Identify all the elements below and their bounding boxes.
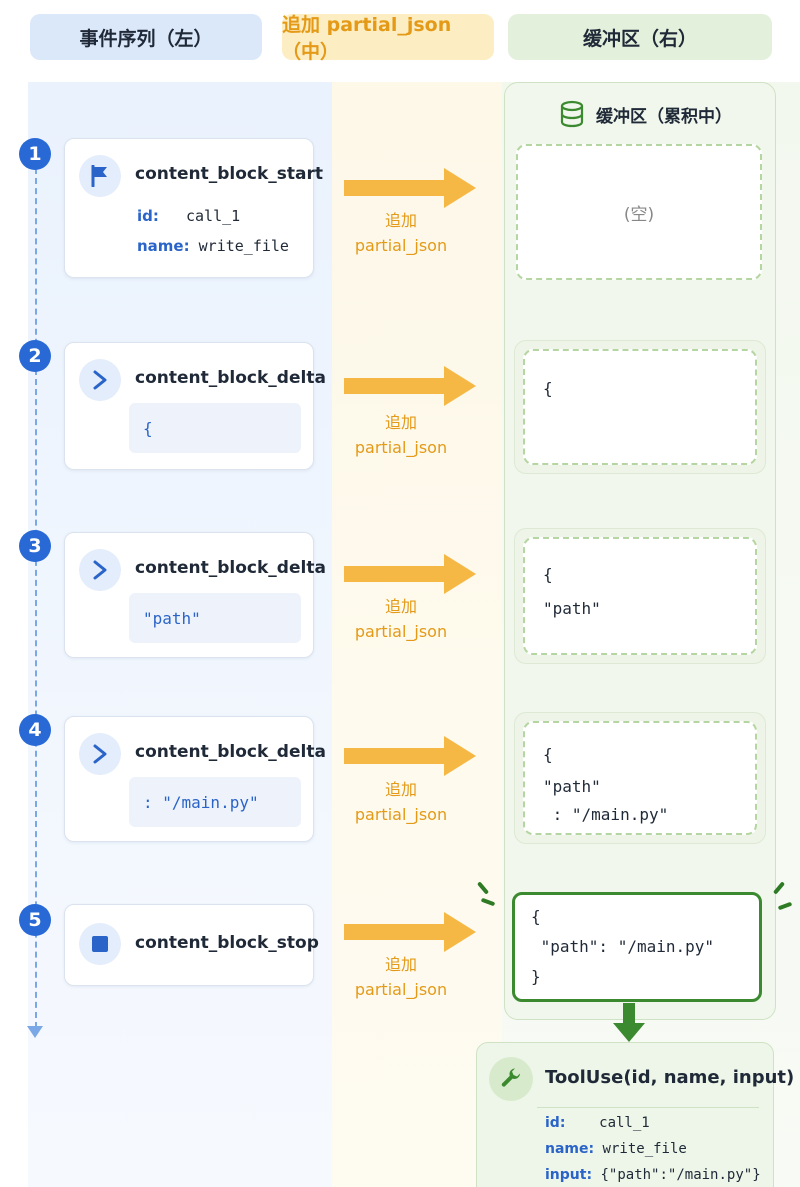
event-delta-code: : "/main.py" [129, 777, 301, 827]
event-card-delta-1: content_block_delta { [64, 342, 326, 470]
event-id-value: call_1 [185, 207, 241, 225]
append-arrow-4 [344, 736, 476, 776]
header-event-sequence: 事件序列（左） [30, 14, 262, 60]
buffer-line: { [543, 565, 553, 584]
step-number-2: 2 [19, 340, 51, 372]
buffer-title: 缓冲区（累积中） [558, 100, 732, 128]
buffer-state-3: { "path" [514, 528, 766, 664]
event-type: content_block_delta [135, 368, 326, 388]
flag-icon [79, 155, 121, 197]
tooluse-name-value: write_file [602, 1141, 687, 1157]
tooluse-id-key: id: [545, 1115, 566, 1131]
buffer-line: "path" [543, 777, 601, 796]
divider [537, 1107, 759, 1108]
tooluse-id-value: call_1 [599, 1115, 650, 1131]
buffer-line: { [531, 907, 541, 926]
buffer-title-text: 缓冲区（累积中） [596, 106, 732, 127]
event-delta-code: { [129, 403, 301, 453]
event-type: content_block_stop [135, 933, 319, 953]
tooluse-id-field: id: call_1 [545, 1115, 650, 1131]
header-append-partial-json: 追加 partial_json（中） [282, 14, 494, 63]
tooluse-title: ToolUse(id, name, input) [545, 1067, 795, 1088]
database-icon [560, 100, 584, 128]
append-arrow-5 [344, 912, 476, 952]
buffer-state-empty: (空) [516, 144, 762, 280]
step-number-4: 4 [19, 714, 51, 746]
buffer-line: "path": "/main.py" [531, 937, 715, 956]
event-card-delta-2: content_block_delta "path" [64, 532, 326, 658]
buffer-state-4: { "path" : "/main.py" [514, 712, 766, 844]
chevron-right-icon [79, 359, 121, 401]
chevron-right-icon [79, 549, 121, 591]
event-type: content_block_delta [135, 742, 326, 762]
event-name-value: write_file [198, 237, 289, 255]
buffer-line: { [543, 745, 553, 764]
step-number-3: 3 [19, 530, 51, 562]
event-name-key: name: [137, 237, 190, 255]
buffer-line: { [543, 379, 553, 398]
append-column-background [332, 82, 502, 1187]
event-type: content_block_start [135, 164, 324, 184]
timeline-dashed-line [35, 168, 37, 1028]
append-arrow-3 [344, 554, 476, 594]
event-name-field: name: write_file [137, 237, 289, 255]
stop-square-icon [79, 923, 121, 965]
buffer-line: : "/main.py" [543, 805, 669, 824]
event-card-delta-3: content_block_delta : "/main.py" [64, 716, 326, 842]
tooluse-name-key: name: [545, 1141, 595, 1157]
step-number-5: 5 [19, 904, 51, 936]
event-delta-code: "path" [129, 593, 301, 643]
buffer-line: } [531, 967, 541, 986]
tooluse-input-key: input: [545, 1167, 593, 1183]
append-arrow-2 [344, 366, 476, 406]
event-id-key: id: [137, 207, 159, 225]
buffer-state-2: { [514, 340, 766, 474]
tooluse-name-field: name: write_file [545, 1141, 687, 1157]
event-type: content_block_delta [135, 558, 326, 578]
event-id-field: id: call_1 [137, 207, 240, 225]
event-card-start: content_block_start id: call_1 name: wri… [64, 138, 323, 278]
tooluse-card: ToolUse(id, name, input) id: call_1 name… [476, 1042, 794, 1187]
buffer-line: "path" [543, 599, 601, 618]
down-arrow [613, 1003, 645, 1042]
buffer-state-final: { "path": "/main.py" } [512, 892, 762, 1002]
timeline-arrow-head [27, 1026, 43, 1038]
step-number-1: 1 [19, 138, 51, 170]
header-buffer: 缓冲区（右） [508, 14, 772, 60]
wrench-icon [489, 1057, 533, 1101]
event-card-stop: content_block_stop [64, 904, 319, 986]
tooluse-input-value: {"path":"/main.py"} [600, 1167, 761, 1183]
append-arrow-1 [344, 168, 476, 208]
chevron-right-icon [79, 733, 121, 775]
tooluse-input-field: input: {"path":"/main.py"} [545, 1167, 761, 1183]
